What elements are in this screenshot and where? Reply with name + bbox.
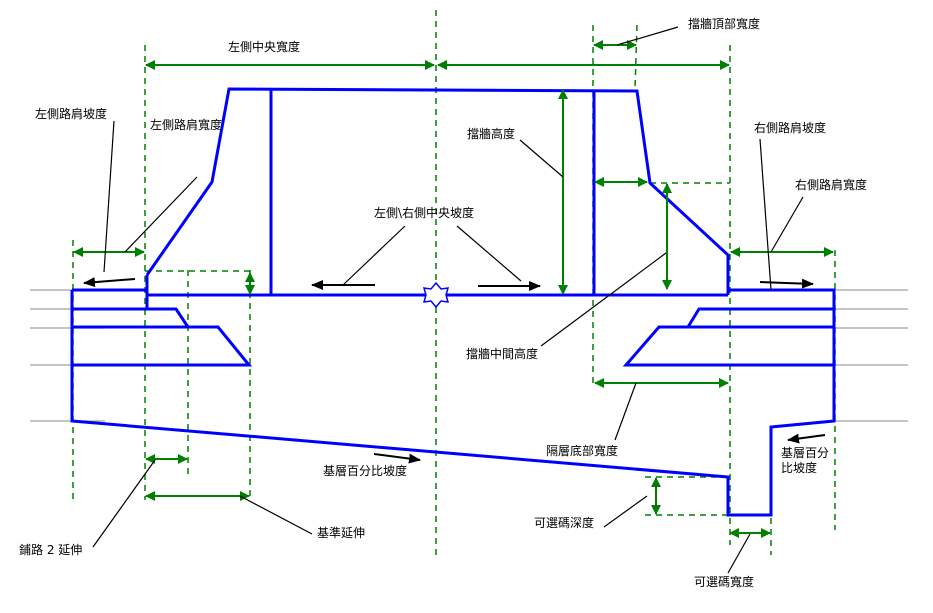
label-optional-key-depth: 可選碼深度 — [534, 516, 595, 530]
right-shoulder-slope-arrow — [759, 278, 814, 289]
left-pave-3 — [72, 325, 253, 367]
leader-left-shoulder-width — [124, 176, 198, 253]
right-pave-2 — [686, 307, 834, 328]
leader-center-slope-left — [342, 225, 406, 286]
label-wall-top-width: 擋牆頂部寬度 — [688, 17, 761, 31]
leader-paving2-extension — [92, 459, 156, 548]
label-right-shoulder-slope: 右側路肩坡度 — [754, 121, 827, 135]
dimensions — [73, 40, 834, 538]
label-barrier-bottom-width: 隔層底部寬度 — [546, 444, 619, 458]
ground-lines — [30, 289, 908, 422]
label-base-extension: 基準延伸 — [317, 526, 366, 540]
label-left-shoulder-slope: 左側路肩坡度 — [35, 107, 108, 121]
label-wall-middle-height: 擋牆中間高度 — [466, 347, 539, 361]
label-left-shoulder-width: 左側路肩寬度 — [150, 118, 223, 132]
label-base-percent-slope-right-2: 比坡度 — [781, 461, 818, 475]
leader-right-shoulder-width — [770, 196, 804, 253]
leader-optional-key-width — [727, 533, 751, 574]
leader-optional-key-depth — [603, 495, 648, 528]
leader-base-extension — [239, 495, 313, 535]
base-slope-arrow — [373, 453, 421, 464]
label-base-percent-slope-right-1: 基層百分 — [781, 446, 830, 460]
leader-left-shoulder-slope — [103, 120, 115, 273]
leader-lines — [92, 26, 804, 574]
label-paving2-extension: 鋪路 2 延伸 — [19, 543, 83, 557]
label-base-percent-slope: 基層百分比坡度 — [323, 464, 408, 478]
leader-right-shoulder-slope — [759, 138, 772, 291]
leader-wall-height — [519, 139, 564, 178]
right-pave-3 — [622, 325, 834, 367]
left-pave-2 — [72, 307, 190, 328]
leader-barrier-bottom-width — [614, 382, 637, 441]
label-optional-key-width: 可選碼寬度 — [694, 575, 755, 589]
wall-outline — [145, 87, 730, 295]
base-and-key-outline — [70, 288, 836, 517]
leader-center-slope-right — [456, 225, 522, 282]
leader-wall-top-width — [616, 26, 679, 46]
label-wall-height: 擋牆高度 — [467, 127, 516, 141]
construction-lines — [72, 10, 836, 555]
wall-top-outer-guide — [634, 24, 638, 91]
label-center-slope: 左側\右側中央坡度 — [374, 206, 475, 220]
leader-wall-middle-height — [540, 252, 667, 347]
label-left-center-width: 左側中央寬度 — [228, 40, 301, 54]
base-slope-right-arrow — [787, 433, 826, 444]
label-right-shoulder-width: 右側路肩寬度 — [795, 178, 868, 192]
left-shoulder-slope-arrow — [83, 277, 136, 288]
star-marker-icon — [422, 281, 450, 309]
wall-structure — [70, 87, 836, 517]
